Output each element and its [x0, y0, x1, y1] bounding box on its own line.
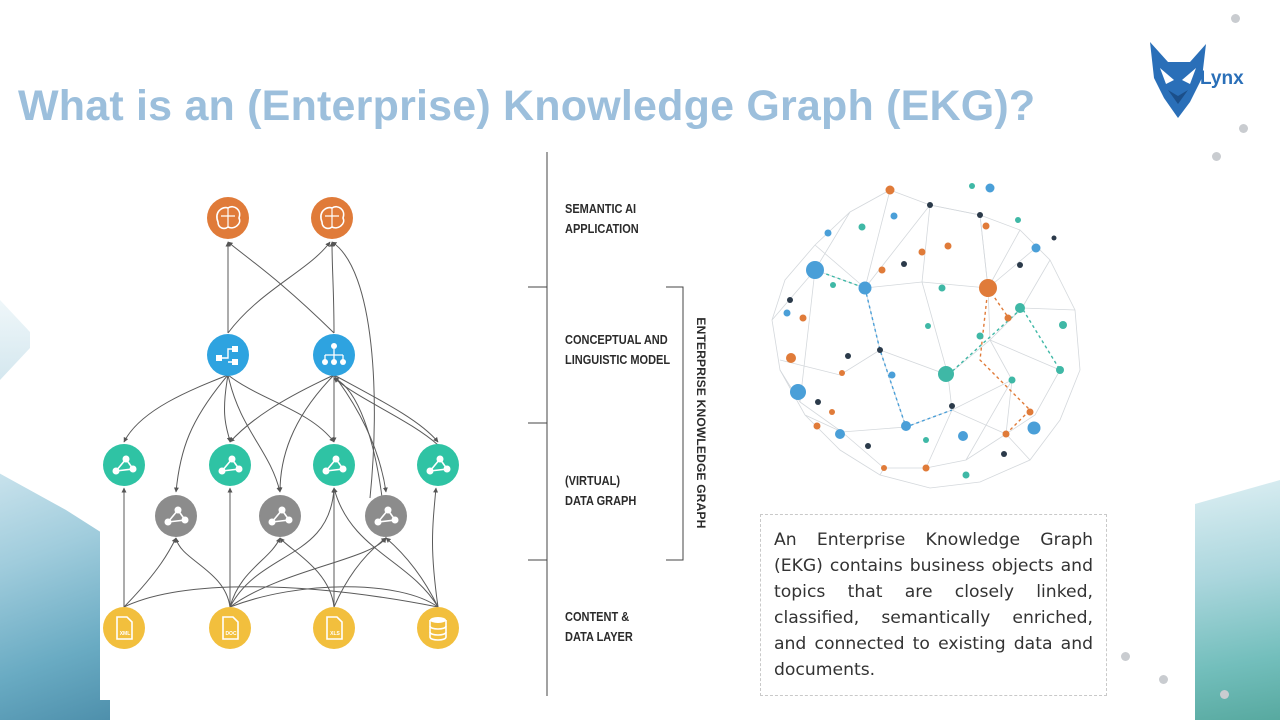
- ekg-bracket-label: ENTERPRISE KNOWLEDGE GRAPH: [694, 317, 708, 529]
- layer-label-line: SEMANTIC AI: [565, 202, 637, 216]
- background-wave-right: [1195, 480, 1280, 720]
- connection-line: [333, 377, 439, 446]
- layer-label-content: CONTENT & DATA LAYER: [565, 607, 633, 647]
- virtual-graph-node: [155, 495, 197, 537]
- connection-line: [229, 537, 281, 608]
- layer-label-line: LINGUISTIC MODEL: [565, 353, 671, 367]
- connection-line: [227, 241, 335, 334]
- connection-line: [173, 374, 229, 493]
- graph-node: [417, 444, 459, 486]
- decor-dot: [1231, 14, 1240, 23]
- background-wave-left: [0, 473, 110, 720]
- network-graph-illustration: [771, 183, 1081, 489]
- connection-line: [229, 586, 439, 608]
- layer-label-data-graph: (VIRTUAL) DATA GRAPH: [565, 471, 636, 511]
- layer-label-line: DATA GRAPH: [565, 494, 637, 508]
- logo-text: Lynx: [1200, 68, 1244, 89]
- content-node-doc: DOC: [209, 607, 251, 649]
- model-node: [207, 334, 249, 376]
- ekg-layer-diagram: XML DOC XLS: [100, 150, 730, 700]
- connection-lines: [121, 241, 439, 608]
- connection-line: [123, 374, 229, 443]
- connection-line: [227, 374, 335, 443]
- connection-line: [123, 537, 177, 608]
- connection-line: [329, 241, 335, 334]
- connection-line: [227, 374, 282, 493]
- connection-line: [277, 374, 335, 493]
- model-node: [313, 334, 355, 376]
- virtual-graph-node: [365, 495, 407, 537]
- file-type-label: XLS: [330, 631, 340, 637]
- connection-line: [229, 374, 335, 443]
- connection-line: [229, 537, 387, 608]
- background-shard-left: [0, 300, 30, 380]
- graph-node: [103, 444, 145, 486]
- layer-label-line: DATA LAYER: [565, 630, 633, 644]
- description-text: An Enterprise Knowledge Graph (EKG) cont…: [774, 530, 1093, 680]
- connection-line: [385, 537, 439, 608]
- network-edges: [771, 189, 1081, 489]
- description-box: An Enterprise Knowledge Graph (EKG) cont…: [760, 514, 1107, 696]
- virtual-graph-node: [259, 495, 301, 537]
- content-node-xml: XML: [103, 607, 145, 649]
- diagram-canvas: XML DOC XLS: [103, 152, 684, 696]
- decor-dot: [1212, 152, 1221, 161]
- decor-dot: [1220, 690, 1229, 699]
- layer-label-application: SEMANTIC AI APPLICATION: [565, 199, 639, 239]
- connection-line: [333, 537, 387, 608]
- content-links: [123, 586, 439, 608]
- connection-line: [123, 586, 439, 608]
- layer-divider: [528, 152, 548, 696]
- content-node-xls: XLS: [313, 607, 355, 649]
- decor-dot: [1159, 675, 1168, 684]
- connection-line: [279, 537, 335, 608]
- layer-label-line: CONTENT &: [565, 610, 630, 624]
- file-type-label: DOC: [225, 631, 237, 637]
- connection-line: [333, 374, 439, 443]
- connection-line: [227, 241, 331, 334]
- connection-line: [432, 487, 439, 608]
- connection-line: [331, 241, 375, 499]
- decor-dot: [1121, 652, 1130, 661]
- app-node: [311, 197, 353, 239]
- layer-label-line: (VIRTUAL): [565, 474, 620, 488]
- decor-dot: [1239, 124, 1248, 133]
- file-type-label: XML: [120, 631, 131, 637]
- ekg-bracket: [666, 286, 684, 561]
- layer-label-model: CONCEPTUAL AND LINGUISTIC MODEL: [565, 330, 670, 370]
- app-node: [207, 197, 249, 239]
- connection-line: [229, 487, 337, 608]
- connection-line: [224, 374, 232, 443]
- layer-label-line: APPLICATION: [565, 222, 639, 236]
- layer-label-line: CONCEPTUAL AND: [565, 333, 668, 347]
- graph-node: [313, 444, 355, 486]
- graph-node: [209, 444, 251, 486]
- connection-line: [174, 537, 231, 608]
- network-highlight-edges: [814, 269, 1061, 435]
- network-nodes: [783, 183, 1067, 479]
- lynx-head-icon: [1150, 42, 1206, 118]
- database-icon: [417, 607, 459, 649]
- connection-line: [332, 487, 439, 608]
- page-title: What is an (Enterprise) Knowledge Graph …: [18, 82, 1036, 130]
